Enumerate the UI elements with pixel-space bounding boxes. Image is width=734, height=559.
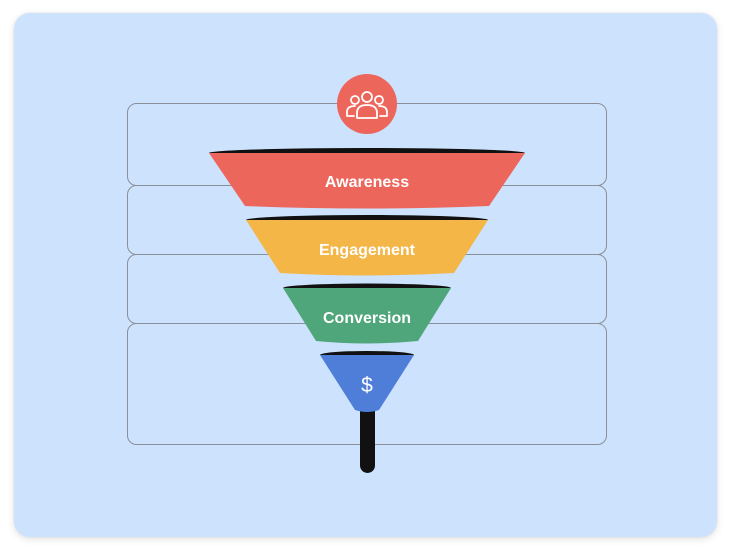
stage-label-engagement: Engagement — [319, 242, 416, 259]
funnel-band-conversion — [283, 288, 451, 344]
funnel-stage-conversion: Conversion — [283, 283, 451, 344]
dollar-icon: $ — [361, 374, 373, 397]
funnel-band-engagement — [246, 220, 488, 276]
funnel-diagram: Awareness Engagement Conversion $ — [14, 13, 717, 537]
funnel-band-revenue — [320, 355, 414, 412]
stage-label-conversion: Conversion — [323, 310, 411, 327]
users-group-icon — [337, 74, 397, 134]
funnel-stage-engagement: Engagement — [246, 215, 488, 276]
funnel-card: Awareness Engagement Conversion $ — [14, 13, 717, 537]
funnel-band-awareness — [209, 153, 525, 209]
funnel-stage-awareness: Awareness — [209, 148, 525, 209]
stage-label-awareness: Awareness — [325, 174, 409, 191]
funnel-stage-revenue: $ — [320, 351, 414, 412]
funnel-stem — [360, 403, 375, 473]
